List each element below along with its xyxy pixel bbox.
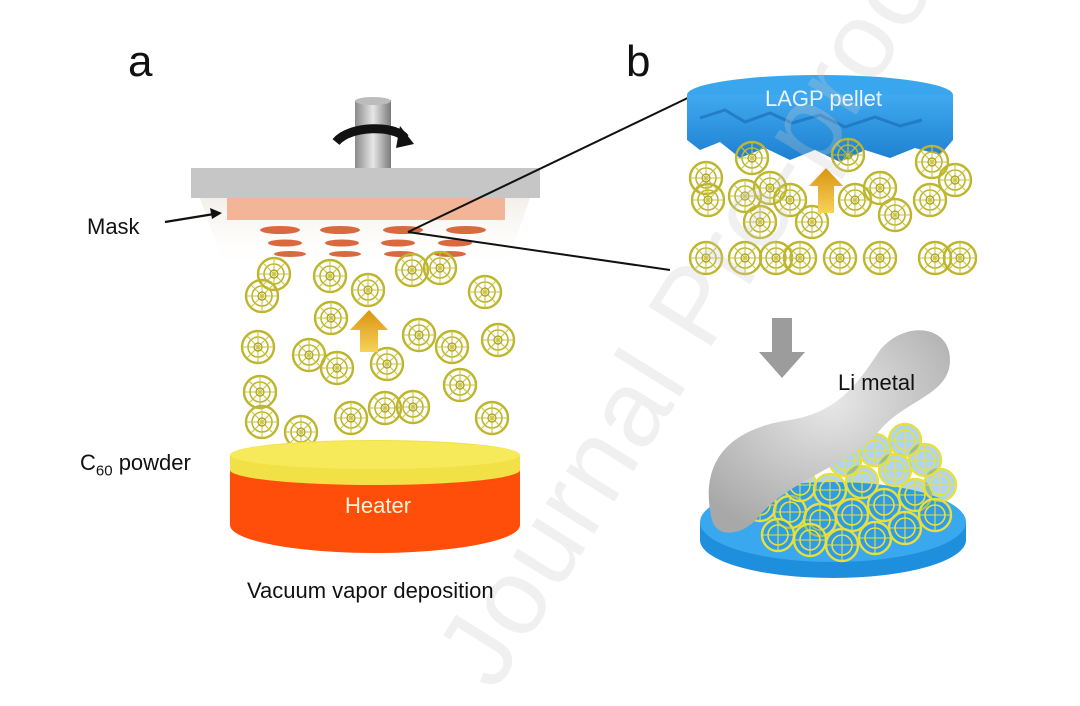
mask-pointer-arrow <box>164 208 222 224</box>
lagp-pellet-label: LAGP pellet <box>765 86 883 111</box>
mask <box>227 198 505 257</box>
panel-label-b: b <box>626 37 651 86</box>
diagram-canvas <box>164 75 978 578</box>
heater-label: Heater <box>345 493 412 518</box>
c60-powder-label-suffix: powder <box>112 450 191 475</box>
rotation-arrow-icon <box>332 124 414 148</box>
panel-a-caption: Vacuum vapor deposition <box>247 578 494 603</box>
panel-label-a: a <box>128 37 153 86</box>
c60-powder-label: C60 powder <box>80 450 191 479</box>
vapor-direction-arrow-up-icon <box>350 310 388 352</box>
li-metal-label: Li metal <box>838 370 916 395</box>
mask-label: Mask <box>87 214 140 239</box>
c60-powder-label-subscript: 60 <box>95 462 113 480</box>
c60-powder-label-main: C <box>80 450 96 475</box>
heater <box>230 440 520 553</box>
li-metal-foil <box>708 330 950 533</box>
lagp-pellet <box>687 75 953 162</box>
rotation-shaft <box>355 97 391 172</box>
deposition-arrow-up-icon <box>809 168 843 213</box>
zoom-connector-lines <box>407 93 697 271</box>
process-arrow-down-icon <box>759 318 805 378</box>
